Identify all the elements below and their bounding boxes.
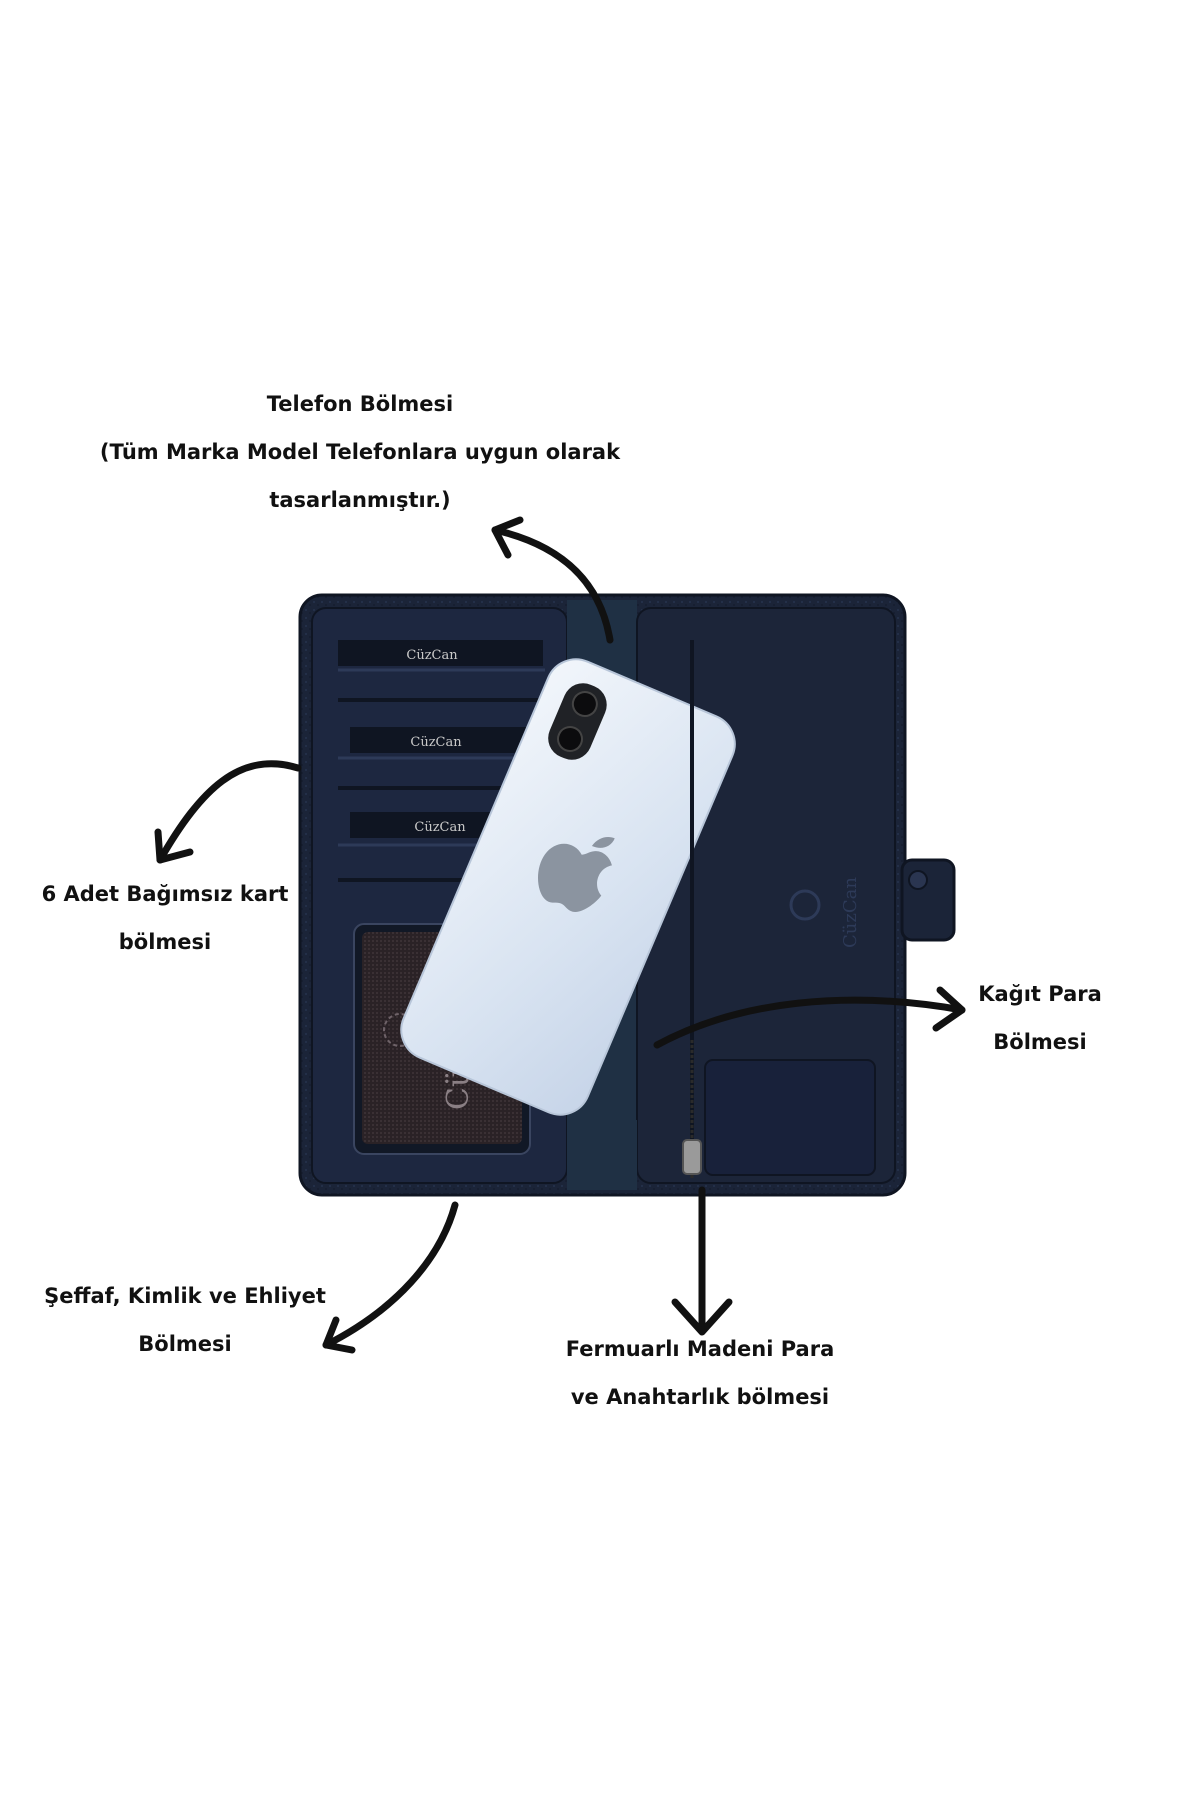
phone	[400, 658, 736, 1116]
right-panel-brand: CüzCan	[840, 877, 861, 948]
card-slot-brand-1: CüzCan	[406, 648, 458, 663]
card-slots-label: 6 Adet Bağımsız kart bölmesi	[20, 870, 310, 966]
cash-compartment-line-2: Bölmesi	[993, 1030, 1087, 1054]
card-slot-brand-2: CüzCan	[410, 735, 462, 750]
curved-arrow-icon	[653, 986, 966, 1049]
straight-arrow-icon	[671, 1186, 733, 1336]
curved-arrow-icon	[322, 1201, 459, 1354]
id-window-label: Şeffaf, Kimlik ve Ehliyet Bölmesi	[20, 1272, 350, 1368]
zipper	[682, 1040, 702, 1180]
id-window-line-2: Bölmesi	[138, 1332, 232, 1356]
flower-logo-icon	[789, 889, 821, 921]
curved-arrow-icon	[154, 760, 302, 864]
cash-compartment-label: Kağıt Para Bölmesi	[955, 970, 1125, 1066]
phone-compartment-line-1: Telefon Bölmesi	[266, 392, 454, 416]
coin-zip-line-2: ve Anahtarlık bölmesi	[570, 1385, 830, 1409]
coin-zip-label: Fermuarlı Madeni Para ve Anahtarlık bölm…	[540, 1325, 860, 1421]
coin-zip-line-1: Fermuarlı Madeni Para	[565, 1337, 835, 1361]
card-slots-line-1: 6 Adet Bağımsız kart	[41, 882, 289, 906]
card-slot-brand-3: CüzCan	[414, 820, 466, 835]
curved-arrow-icon	[491, 516, 614, 644]
phone-compartment-label: Telefon Bölmesi (Tüm Marka Model Telefon…	[90, 380, 630, 524]
cash-pocket: CüzCan	[690, 640, 876, 1176]
spine-bottom	[567, 1120, 637, 1190]
phone-compartment-line-3: tasarlanmıştır.)	[269, 488, 451, 512]
id-window-line-1: Şeffaf, Kimlik ve Ehliyet	[44, 1284, 326, 1308]
card-slots-line-2: bölmesi	[118, 930, 212, 954]
phone-compartment-line-2: (Tüm Marka Model Telefonlara uygun olara…	[99, 440, 621, 464]
apple-logo-icon	[538, 837, 615, 912]
cash-compartment-line-1: Kağıt Para	[978, 982, 1102, 1006]
